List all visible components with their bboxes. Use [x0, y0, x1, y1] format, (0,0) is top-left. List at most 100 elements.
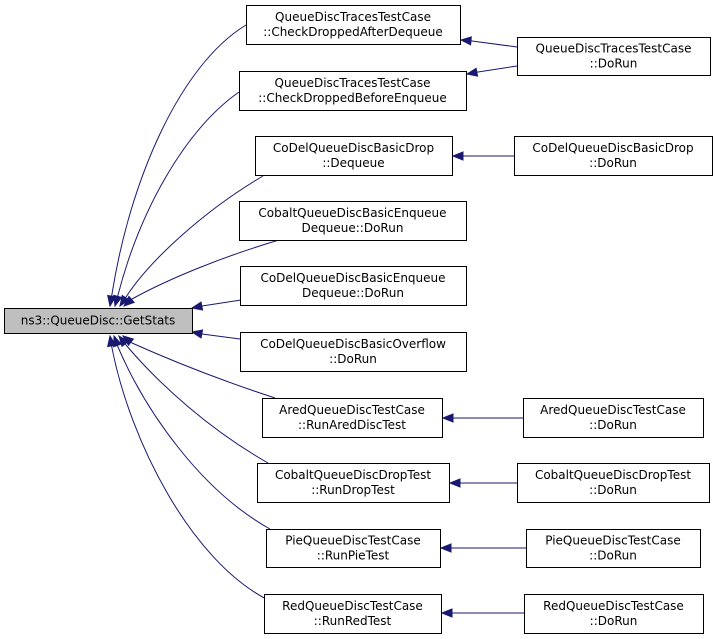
- node-label-line: PieQueueDiscTestCase: [285, 534, 421, 548]
- edge-codel_drop_dorun-to-codel_drop: [451, 151, 514, 161]
- edge-codel_overflow-to-root: [190, 329, 241, 340]
- edge-arrowhead: [439, 543, 452, 553]
- edge-line: [109, 24, 247, 307]
- node-cobalt-drop-dorun[interactable]: CobaltQueueDiscDropTest::DoRun: [517, 463, 710, 503]
- edge-line: [113, 335, 271, 530]
- node-label-line: CoDelQueueDiscBasicOverflow: [260, 337, 446, 351]
- node-pie-dorun[interactable]: PieQueueDiscTestCase::DoRun: [526, 529, 701, 568]
- edge-arrowhead: [190, 301, 204, 311]
- edge-arrowhead: [451, 151, 464, 161]
- edge-arrowhead: [119, 294, 130, 308]
- node-label-line: CobaltQueueDiscDropTest: [535, 468, 691, 482]
- node-box: [526, 529, 701, 568]
- edge-arrowhead: [441, 413, 454, 423]
- node-box: [4, 308, 193, 334]
- node-label-line: Dequeue::DoRun: [302, 286, 404, 300]
- edge-arrowhead: [440, 608, 453, 618]
- edge-line: [118, 335, 269, 464]
- node-box: [257, 463, 450, 503]
- node-ared-run[interactable]: AredQueueDiscTestCase::RunAredDiscTest: [262, 398, 443, 438]
- node-traces-before[interactable]: QueueDiscTracesTestCase::CheckDroppedBef…: [239, 71, 467, 111]
- edge-arrowhead: [190, 329, 204, 339]
- node-label-line: CoDelQueueDiscBasicDrop: [273, 141, 434, 155]
- node-label-line: ::RunPieTest: [317, 549, 390, 563]
- edge-traces_before-to-root: [113, 91, 240, 308]
- node-label-line: ::RunDropTest: [311, 483, 395, 497]
- node-label-line: ::DoRun: [589, 418, 637, 432]
- node-red-run[interactable]: RedQueueDiscTestCase::RunRedTest: [264, 594, 442, 634]
- edge-cobalt_enq-to-root: [122, 239, 280, 307]
- edge-arrowhead: [122, 295, 136, 307]
- node-box: [240, 332, 467, 372]
- edge-codel_enq-to-root: [190, 299, 242, 311]
- edge-line: [123, 239, 280, 307]
- node-label-line: CoDelQueueDiscBasicDrop: [532, 141, 693, 155]
- node-label-line: RedQueueDiscTestCase: [282, 599, 423, 613]
- node-box: [514, 136, 713, 176]
- nodes-layer: ns3::QueueDisc::GetStats QueueDiscTracesT…: [4, 5, 713, 634]
- node-label-line: ::Dequeue: [322, 156, 384, 170]
- node-label-line: QueueDiscTracesTestCase: [275, 10, 431, 24]
- node-label-line: ::DoRun: [589, 156, 637, 170]
- node-box: [264, 594, 442, 634]
- node-box: [517, 463, 710, 503]
- edge-line: [119, 175, 264, 307]
- node-label-line: Dequeue::DoRun: [302, 221, 404, 235]
- node-label-line: CobaltQueueDiscDropTest: [275, 468, 431, 482]
- node-label-line: AredQueueDiscTestCase: [540, 403, 686, 417]
- node-label-line: ::CheckDroppedAfterDequeue: [263, 25, 443, 39]
- node-label-line: ns3::QueueDisc::GetStats: [21, 314, 176, 328]
- node-label-line: QueueDiscTracesTestCase: [275, 76, 431, 90]
- node-box: [517, 37, 711, 76]
- node-label-line: ::DoRun: [589, 549, 637, 563]
- node-pie-run[interactable]: PieQueueDiscTestCase::RunPieTest: [266, 529, 441, 568]
- node-label-line: ::DoRun: [590, 614, 638, 628]
- edge-arrowhead: [459, 36, 472, 46]
- node-label-line: ::RunAredDiscTest: [298, 418, 406, 432]
- edges-layer: [107, 24, 526, 618]
- node-box: [255, 136, 453, 176]
- node-label-line: ::DoRun: [590, 57, 638, 71]
- node-label-line: CobaltQueueDiscBasicEnqueue: [258, 206, 446, 220]
- node-label-line: PieQueueDiscTestCase: [545, 534, 681, 548]
- node-red-dorun[interactable]: RedQueueDiscTestCase::DoRun: [524, 594, 704, 634]
- node-label-line: CoDelQueueDiscBasicEnqueue: [260, 271, 445, 285]
- node-box: [266, 529, 441, 568]
- node-box: [524, 594, 704, 634]
- node-box: [246, 5, 461, 45]
- edge-arrowhead: [113, 294, 123, 308]
- node-traces-dorun[interactable]: QueueDiscTracesTestCase::DoRun: [517, 37, 711, 76]
- edge-pie_dorun-to-pie_run: [439, 543, 526, 553]
- node-label-line: AredQueueDiscTestCase: [279, 403, 425, 417]
- node-label-line: ::CheckDroppedBeforeEnqueue: [258, 91, 447, 105]
- node-box: [523, 398, 704, 438]
- edge-traces_dorun-to-traces_after: [459, 36, 518, 48]
- edge-codel_drop-to-root: [119, 175, 264, 308]
- edge-line: [122, 335, 276, 399]
- edge-line: [114, 91, 240, 307]
- node-label-line: ::RunRedTest: [314, 614, 392, 628]
- node-box: [262, 398, 443, 438]
- edge-arrowhead: [107, 334, 117, 348]
- edge-arrowhead: [465, 67, 479, 77]
- node-codel-overflow[interactable]: CoDelQueueDiscBasicOverflow::DoRun: [240, 332, 467, 372]
- node-label-line: QueueDiscTracesTestCase: [536, 42, 692, 56]
- node-label-line: RedQueueDiscTestCase: [543, 599, 684, 613]
- node-label-line: ::DoRun: [329, 352, 377, 366]
- node-codel-drop[interactable]: CoDelQueueDiscBasicDrop::Dequeue: [255, 136, 453, 176]
- node-label-line: ::DoRun: [589, 483, 637, 497]
- edge-traces_after-to-root: [107, 24, 247, 308]
- node-ared-dorun[interactable]: AredQueueDiscTestCase::DoRun: [523, 398, 704, 438]
- edge-traces_dorun-to-traces_before: [465, 65, 518, 77]
- edge-cobalt_drop_dorun-to-cobalt_drop_run: [448, 478, 517, 488]
- node-cobalt-enq[interactable]: CobaltQueueDiscBasicEnqueueDequeue::DoRu…: [239, 201, 467, 241]
- node-codel-drop-dorun[interactable]: CoDelQueueDiscBasicDrop::DoRun: [514, 136, 713, 176]
- edge-red_dorun-to-red_run: [440, 608, 524, 618]
- node-cobalt-drop-run[interactable]: CobaltQueueDiscDropTest::RunDropTest: [257, 463, 450, 503]
- edge-arrowhead: [448, 478, 461, 488]
- node-root[interactable]: ns3::QueueDisc::GetStats: [4, 308, 193, 334]
- edge-line: [109, 335, 269, 601]
- node-traces-after[interactable]: QueueDiscTracesTestCase::CheckDroppedAft…: [246, 5, 461, 45]
